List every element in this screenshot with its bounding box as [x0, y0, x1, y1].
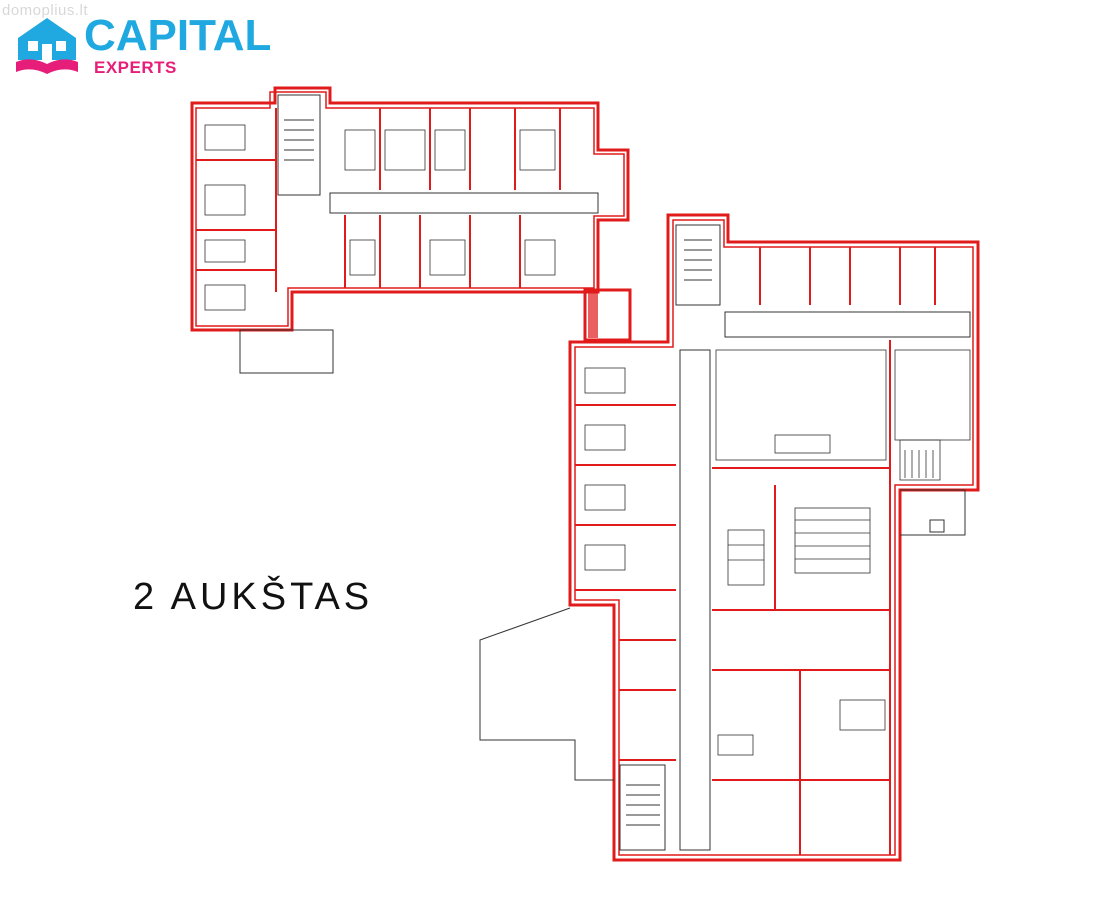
north-wing — [190, 86, 630, 332]
house-book-icon — [16, 18, 78, 74]
watermark: domoplius.lt — [2, 2, 89, 19]
floor-label: 2 AUKŠTAS — [133, 576, 374, 618]
logo-title: CAPITAL — [84, 11, 272, 60]
logo-subtitle: EXPERTS — [94, 58, 177, 77]
capital-experts-logo: CAPITAL EXPERTS — [14, 11, 284, 78]
